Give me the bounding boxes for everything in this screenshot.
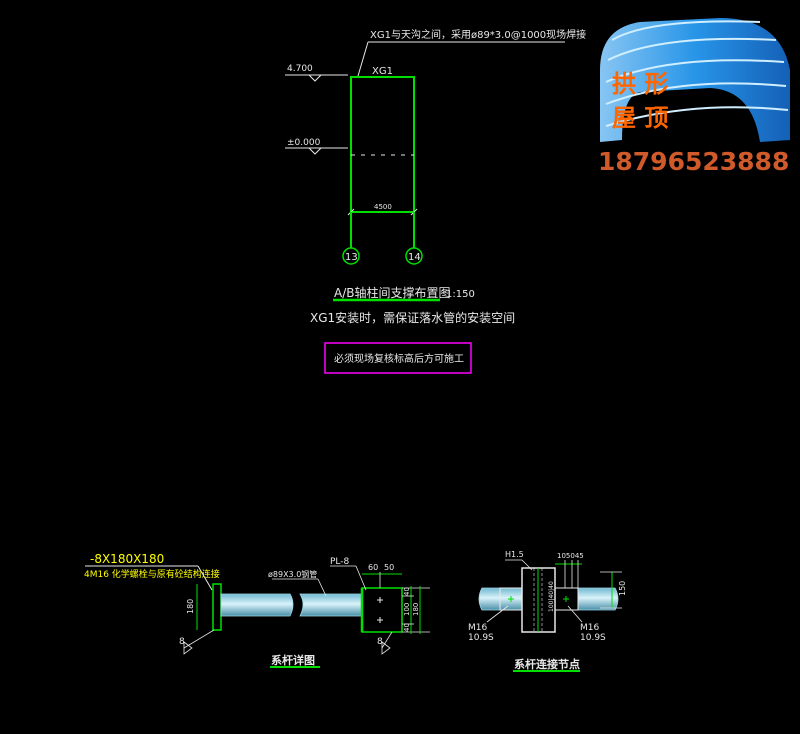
level-marker-top [285, 74, 348, 82]
level-label-zero: ±0.000 [287, 138, 321, 148]
column-label: H1.5 [505, 550, 524, 559]
dim-180-left: 180 [186, 599, 195, 614]
weld-size-left: 8 [179, 637, 185, 647]
joint-dim-top: 105045 [557, 552, 584, 560]
dim-180-right: 180 [412, 603, 420, 616]
weld-size-right: 8 [377, 637, 383, 647]
member-label-xg1: XG1 [372, 66, 393, 77]
ad-phone-number: 18796523888 [598, 147, 789, 176]
dim-50: 50 [384, 563, 394, 572]
bolt-left-grade: 10.9S [468, 633, 494, 643]
end-plate-left [212, 583, 222, 631]
joint-dim-web: 100|40|40 [548, 581, 555, 612]
elevation-plan [285, 41, 565, 374]
dim-40a: 40 [403, 587, 411, 596]
note-top-xg1-weld: XG1与天沟之间，采用ø89*3.0@1000现场焊接 [370, 28, 586, 41]
gusset-plate-pl8 [361, 587, 403, 633]
joint-pipe-right [577, 587, 619, 611]
dim-60: 60 [368, 563, 378, 572]
dim-40b: 40 [403, 623, 411, 632]
ad-text-line1: 拱 形 [612, 70, 668, 98]
level-marker-zero [285, 147, 348, 155]
pipe-segment-right [299, 593, 363, 617]
pipe-segment-left [220, 593, 294, 617]
warning-box-frame [324, 342, 472, 374]
joint-dim-right: 150 [618, 581, 627, 596]
axis-label-13: 13 [345, 252, 358, 263]
axis-bubble-14 [405, 247, 423, 265]
dim-100: 100 [403, 603, 411, 616]
tie-rod-detail [85, 565, 430, 668]
joint-title: 系杆连接节点 [514, 657, 580, 671]
ad-arch-roof-image [600, 18, 790, 142]
level-label-top: 4.700 [287, 64, 313, 74]
bolt-right-grade: 10.9S [580, 633, 606, 643]
plan-title: A/B轴柱间支撑布置图 [334, 285, 451, 300]
axis-label-14: 14 [408, 252, 421, 263]
detail-title: 系杆详图 [271, 653, 315, 667]
bolt-right-label: M16 [580, 623, 599, 633]
ad-text-line2: 屋 顶 [612, 104, 668, 132]
axis-bubble-13 [342, 247, 360, 265]
warning-box-text: 必须现场复核标高后方可施工 [334, 352, 464, 365]
pipe-spec-label: ø89X3.0钢管 [268, 569, 317, 579]
plan-scale: 1:150 [446, 289, 475, 300]
bolt-left-label: M16 [468, 623, 487, 633]
tie-rod-xg1-frame [350, 76, 415, 213]
tie-rod-joint [478, 559, 622, 672]
span-dimension: 4500 [374, 203, 392, 211]
install-note: XG1安装时，需保证落水管的安装空间 [310, 310, 515, 325]
plate-spec-label: -8X180X180 [90, 552, 164, 566]
plate-label-pl8: PL-8 [330, 557, 350, 567]
bolt-note-label: 4M16 化学螺栓与原有砼结构连接 [84, 568, 220, 580]
